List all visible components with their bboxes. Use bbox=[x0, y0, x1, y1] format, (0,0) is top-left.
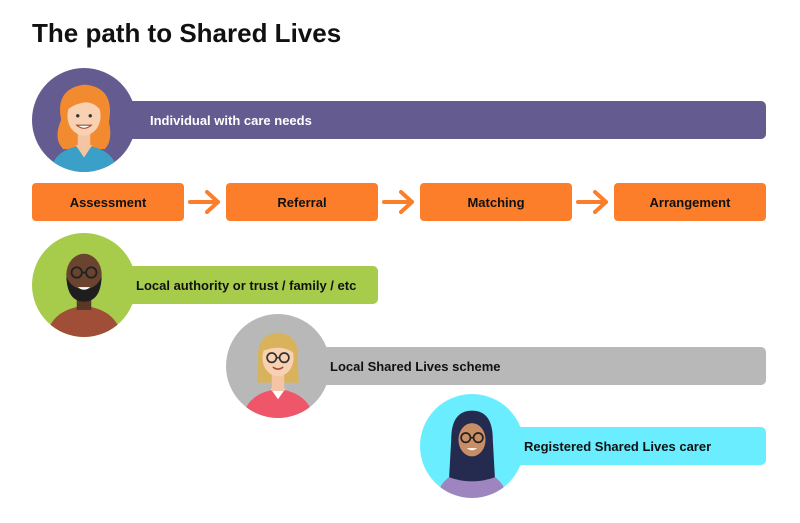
step-matching: Matching bbox=[420, 183, 572, 221]
step-referral: Referral bbox=[226, 183, 378, 221]
local-authority-bar: Local authority or trust / family / etc bbox=[108, 266, 378, 304]
individual-label: Individual with care needs bbox=[150, 112, 312, 128]
step-assessment: Assessment bbox=[32, 183, 184, 221]
carer-avatar bbox=[420, 394, 524, 498]
local-authority-label: Local authority or trust / family / etc bbox=[136, 277, 357, 293]
page-title: The path to Shared Lives bbox=[32, 18, 342, 48]
carer-label: Registered Shared Lives carer bbox=[524, 438, 712, 454]
arrow-right-icon bbox=[188, 190, 220, 214]
step-arrangement: Arrangement bbox=[614, 183, 766, 221]
arrow-right-icon bbox=[382, 190, 414, 214]
scheme-label: Local Shared Lives scheme bbox=[330, 358, 501, 374]
scheme-bar: Local Shared Lives scheme bbox=[302, 347, 766, 385]
scheme-avatar bbox=[226, 314, 330, 418]
carer-bar: Registered Shared Lives carer bbox=[496, 427, 766, 465]
individual-avatar bbox=[32, 68, 136, 172]
local-authority-avatar bbox=[32, 233, 136, 337]
arrow-right-icon bbox=[576, 190, 608, 214]
individual-bar: Individual with care needs bbox=[110, 101, 766, 139]
